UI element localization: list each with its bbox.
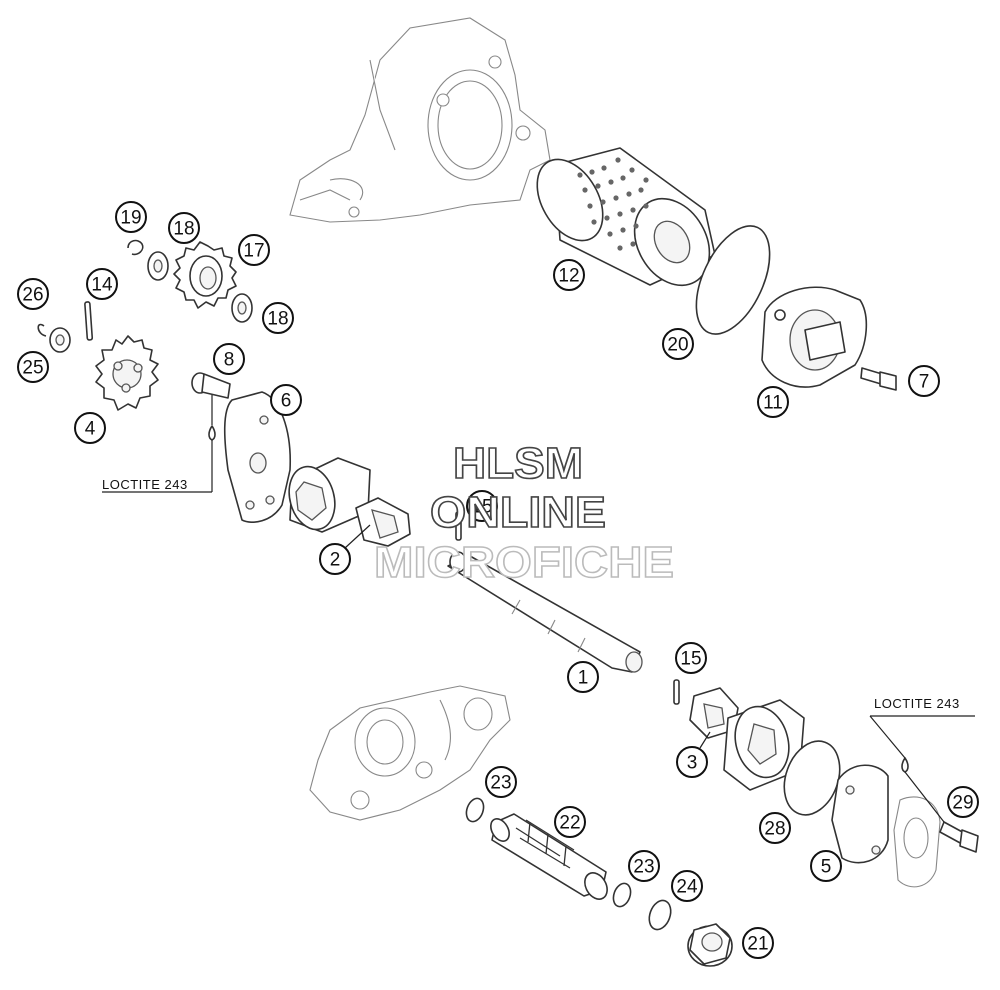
bolt-7-part: [860, 367, 897, 391]
svg-text:14: 14: [91, 275, 113, 296]
svg-text:5: 5: [821, 857, 832, 878]
callout-4[interactable]: 4: [74, 412, 106, 444]
callout-18-top[interactable]: 18: [168, 212, 200, 244]
callout-24[interactable]: 24: [671, 870, 703, 902]
svg-text:7: 7: [919, 372, 930, 393]
o-ring-24-part: [648, 899, 672, 931]
svg-text:20: 20: [667, 335, 688, 356]
watermark-line-3: MICROFICHE: [374, 538, 674, 587]
o-ring-20-part: [695, 225, 771, 335]
svg-text:22: 22: [559, 813, 580, 834]
svg-text:17: 17: [243, 241, 264, 262]
callout-3[interactable]: 3: [676, 746, 708, 778]
oil-filter-part: [536, 147, 716, 287]
callout-20[interactable]: 20: [662, 328, 694, 360]
pin-15a-part: [455, 511, 462, 541]
svg-text:3: 3: [687, 753, 698, 774]
gear-4-part: [95, 335, 159, 411]
inner-rotor-part: [355, 497, 411, 547]
rotor-2-part: [288, 457, 371, 533]
screw-8-part: [191, 372, 231, 399]
callout-25[interactable]: 25: [17, 351, 49, 383]
pin-15b-part: [673, 679, 680, 705]
callout-12[interactable]: 12: [553, 259, 585, 291]
loctite-drop-left-icon: [208, 425, 216, 441]
callout-2[interactable]: 2: [319, 543, 351, 575]
svg-text:24: 24: [676, 877, 698, 898]
leader-lines: [102, 395, 975, 823]
svg-text:2: 2: [330, 550, 341, 571]
gear-17-part: [173, 241, 237, 309]
callout-29[interactable]: 29: [947, 786, 979, 818]
svg-text:21: 21: [747, 934, 768, 955]
circlip-19-part: [127, 239, 144, 256]
callout-7[interactable]: 7: [908, 365, 940, 397]
engine-case-bottom-outline: [309, 685, 511, 821]
circlip-26-part: [37, 323, 47, 337]
callout-18-right[interactable]: 18: [262, 302, 294, 334]
svg-text:19: 19: [120, 208, 141, 229]
drain-plug-21-part: [687, 923, 733, 967]
svg-text:12: 12: [558, 266, 579, 287]
callout-5[interactable]: 5: [810, 850, 842, 882]
bracket-part: [893, 796, 941, 888]
outer-rotor-3-part: [723, 699, 805, 791]
svg-text:18: 18: [267, 309, 288, 330]
svg-text:15: 15: [680, 649, 701, 670]
svg-text:8: 8: [224, 350, 235, 371]
callout-28[interactable]: 28: [759, 812, 791, 844]
svg-text:29: 29: [952, 793, 973, 814]
loctite-note-left: LOCTITE 243: [102, 477, 188, 492]
filter-cover-part: [761, 286, 868, 388]
svg-text:18: 18: [173, 219, 194, 240]
callout-19[interactable]: 19: [115, 201, 147, 233]
loctite-drop-right-icon: [901, 757, 909, 773]
svg-text:28: 28: [764, 819, 785, 840]
svg-text:26: 26: [22, 285, 43, 306]
svg-text:23: 23: [633, 857, 654, 878]
callout-8[interactable]: 8: [213, 343, 245, 375]
o-ring-23b-part: [612, 882, 632, 908]
svg-text:15: 15: [471, 497, 492, 518]
callout-22[interactable]: 22: [554, 806, 586, 838]
cover-5-part: [831, 764, 889, 864]
watermark: HLSM ONLINE MICROFICHE: [373, 438, 675, 588]
callout-26[interactable]: 26: [17, 278, 49, 310]
svg-text:6: 6: [281, 391, 292, 412]
callout-14[interactable]: 14: [86, 268, 118, 300]
shaft-1-part: [447, 551, 643, 673]
svg-text:1: 1: [578, 668, 589, 689]
svg-text:23: 23: [490, 773, 511, 794]
watermark-line-2: ONLINE: [430, 488, 606, 537]
oil-screen-22-part: [490, 813, 608, 900]
loctite-note-right: LOCTITE 243: [874, 696, 960, 711]
callout-23-bottom[interactable]: 23: [628, 850, 660, 882]
watermark-line-1: HLSM: [453, 439, 583, 488]
callout-21[interactable]: 21: [742, 927, 774, 959]
callout-15-top[interactable]: 15: [466, 490, 498, 522]
callout-17[interactable]: 17: [238, 234, 270, 266]
engine-case-top-outline: [289, 17, 551, 223]
callout-1[interactable]: 1: [567, 661, 599, 693]
callout-23-top[interactable]: 23: [485, 766, 517, 798]
callout-15-bottom[interactable]: 15: [675, 642, 707, 674]
pin-14-part: [84, 301, 94, 341]
bolt-29-part: [939, 821, 979, 853]
callout-6[interactable]: 6: [270, 384, 302, 416]
o-ring-23a-part: [465, 797, 485, 823]
svg-text:11: 11: [763, 393, 783, 414]
callout-11[interactable]: 11: [757, 386, 789, 418]
svg-text:4: 4: [85, 419, 96, 440]
svg-text:25: 25: [22, 358, 43, 379]
